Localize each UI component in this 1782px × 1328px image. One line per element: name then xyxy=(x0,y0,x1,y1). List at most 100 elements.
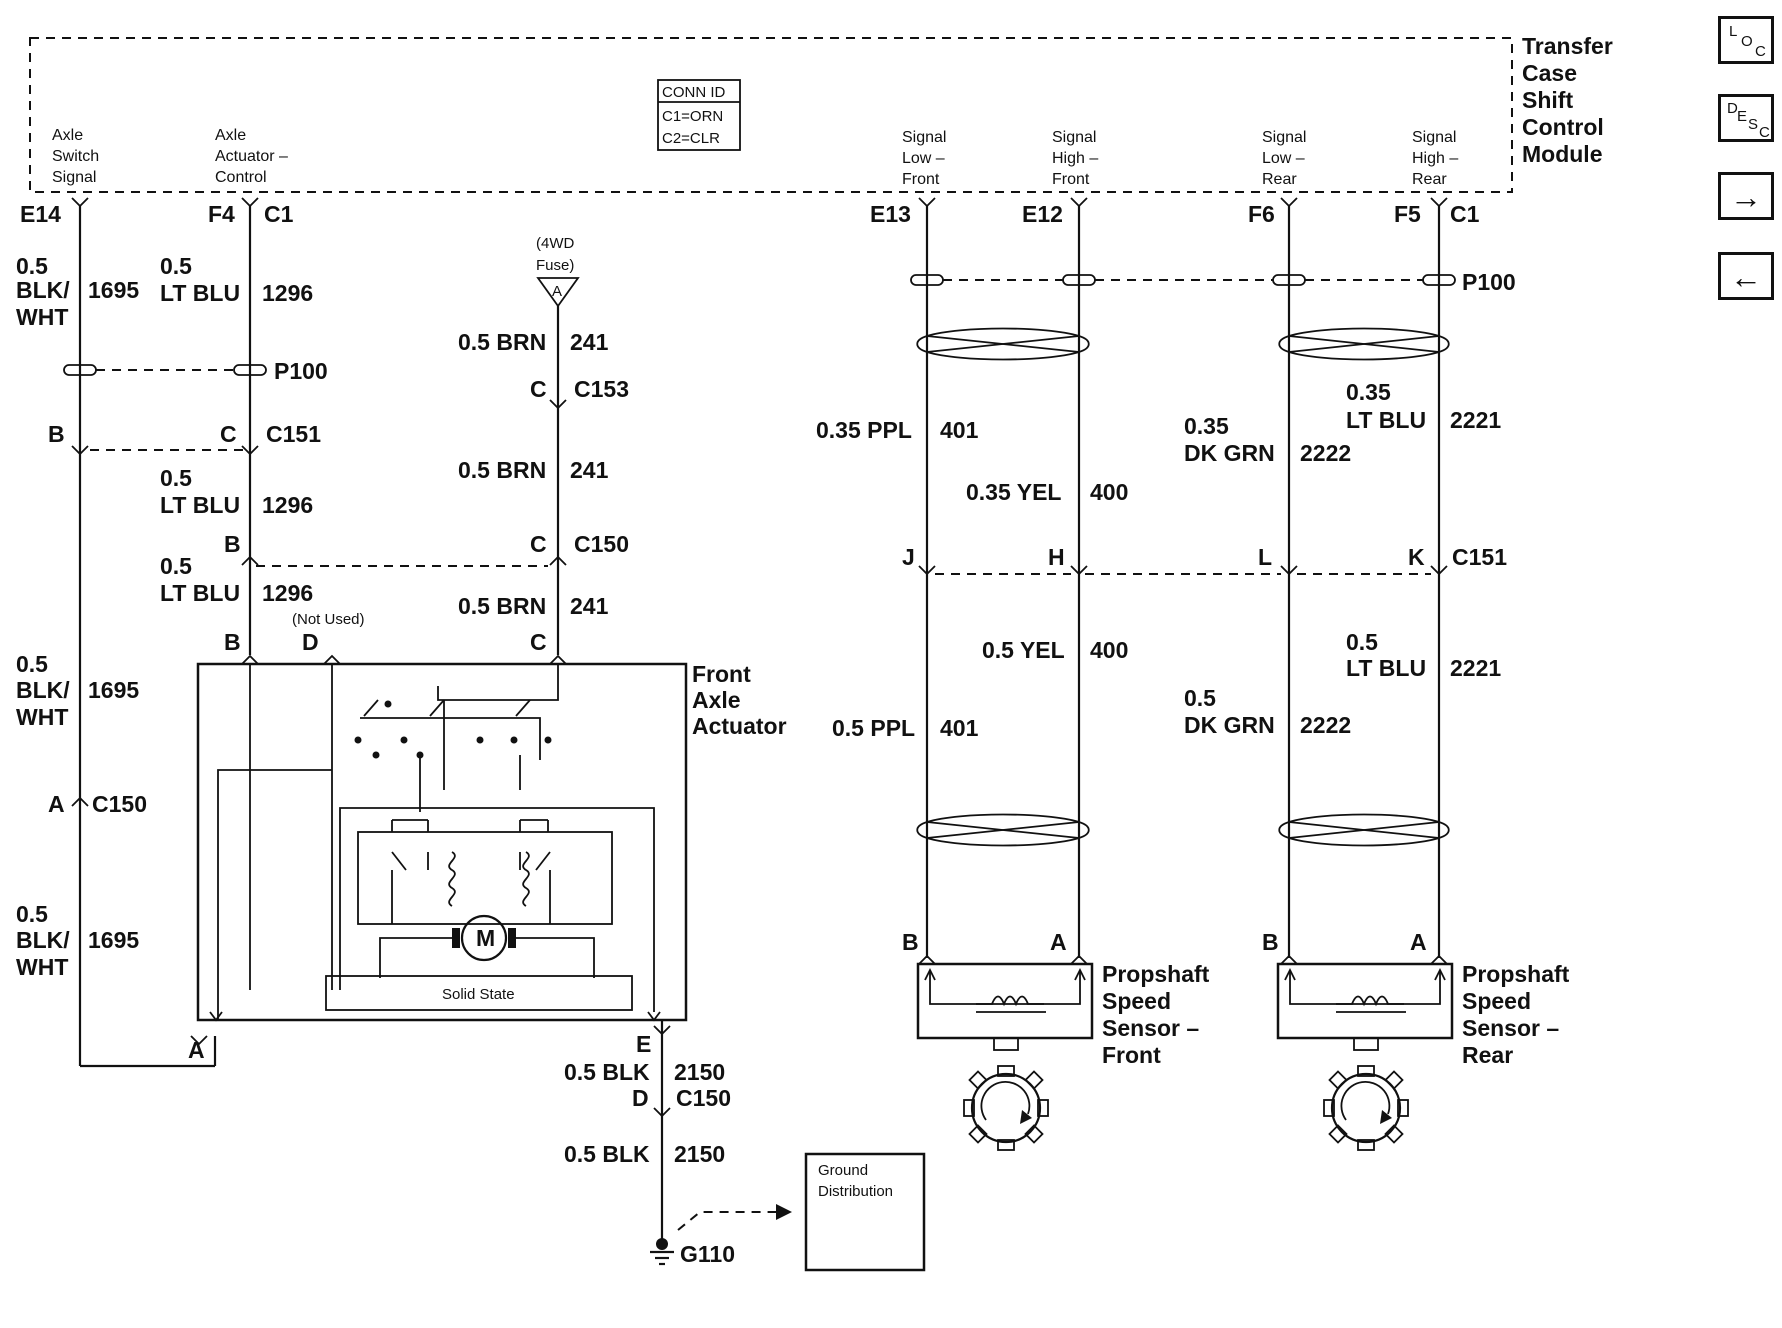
svg-text:E: E xyxy=(636,1031,651,1057)
svg-text:P100: P100 xyxy=(274,358,328,384)
svg-text:B: B xyxy=(902,929,919,955)
svg-text:C150: C150 xyxy=(92,791,147,817)
svg-text:Rear: Rear xyxy=(1262,171,1297,188)
svg-text:0.5 PPL: 0.5 PPL xyxy=(832,715,915,741)
svg-text:High –: High – xyxy=(1052,150,1098,167)
svg-text:Ground: Ground xyxy=(818,1162,868,1179)
svg-text:Transfer: Transfer xyxy=(1522,33,1613,59)
svg-text:C151: C151 xyxy=(1452,544,1507,570)
propshaft-sensor-rear: Propshaft Speed Sensor – Rear xyxy=(1276,961,1570,1151)
svg-text:C150: C150 xyxy=(676,1085,731,1111)
svg-text:1695: 1695 xyxy=(88,927,139,953)
svg-text:BLK/: BLK/ xyxy=(16,927,70,953)
svg-text:Case: Case xyxy=(1522,60,1577,86)
svg-text:Front: Front xyxy=(1052,171,1090,188)
svg-text:Front: Front xyxy=(692,661,751,687)
svg-text:401: 401 xyxy=(940,715,979,741)
svg-text:2221: 2221 xyxy=(1450,407,1501,433)
svg-text:G110: G110 xyxy=(680,1241,735,1267)
svg-text:0.35 PPL: 0.35 PPL xyxy=(816,417,912,443)
previous-page-button[interactable]: ← xyxy=(1718,252,1774,300)
loc-letter-o: O xyxy=(1741,33,1753,50)
svg-text:0.5 BLK: 0.5 BLK xyxy=(564,1059,650,1085)
svg-text:401: 401 xyxy=(940,417,979,443)
svg-text:1296: 1296 xyxy=(262,492,313,518)
svg-text:C: C xyxy=(530,376,547,402)
svg-text:BLK/: BLK/ xyxy=(16,677,70,703)
svg-text:Distribution: Distribution xyxy=(818,1183,893,1200)
svg-text:2221: 2221 xyxy=(1450,655,1501,681)
right-arrow-icon: → xyxy=(1730,179,1762,215)
svg-text:1296: 1296 xyxy=(262,580,313,606)
svg-text:C153: C153 xyxy=(574,376,629,402)
location-button[interactable]: L O C xyxy=(1718,16,1774,64)
svg-text:A: A xyxy=(1050,929,1067,955)
svg-text:C: C xyxy=(530,531,547,557)
svg-text:B: B xyxy=(1262,929,1279,955)
svg-text:H: H xyxy=(1048,544,1065,570)
svg-text:C2=CLR: C2=CLR xyxy=(662,130,720,147)
left-arrow-icon: ← xyxy=(1730,259,1762,295)
description-button[interactable]: D E S C xyxy=(1718,94,1774,142)
svg-text:CONN ID: CONN ID xyxy=(662,84,726,101)
next-page-button[interactable]: → xyxy=(1718,172,1774,220)
svg-text:0.5: 0.5 xyxy=(16,253,48,279)
propshaft-sensor-front: Propshaft Speed Sensor – Front xyxy=(916,961,1210,1151)
svg-text:B: B xyxy=(48,421,65,447)
svg-text:LT BLU: LT BLU xyxy=(160,492,240,518)
svg-text:2222: 2222 xyxy=(1300,440,1351,466)
svg-text:241: 241 xyxy=(570,593,609,619)
front-sensor-circuits: P100 0.35 PPL 401 0.35 YEL 400 0.5 YEL 4… xyxy=(816,206,1516,965)
svg-text:0.5: 0.5 xyxy=(160,465,192,491)
svg-text:Low –: Low – xyxy=(902,150,945,167)
svg-text:C150: C150 xyxy=(574,531,629,557)
svg-text:P100: P100 xyxy=(1462,269,1516,295)
svg-text:400: 400 xyxy=(1090,637,1128,663)
svg-text:M: M xyxy=(476,925,495,951)
loc-letter-c: C xyxy=(1755,43,1766,60)
svg-text:Front: Front xyxy=(1102,1042,1161,1068)
svg-text:Actuator –: Actuator – xyxy=(215,148,288,165)
svg-text:C1: C1 xyxy=(1450,201,1480,227)
svg-text:(Not Used): (Not Used) xyxy=(292,611,365,628)
svg-text:F4: F4 xyxy=(208,201,235,227)
svg-text:0.5 BLK: 0.5 BLK xyxy=(564,1141,650,1167)
svg-text:0.5 YEL: 0.5 YEL xyxy=(982,637,1065,663)
svg-text:LT BLU: LT BLU xyxy=(1346,655,1426,681)
svg-text:WHT: WHT xyxy=(16,704,68,730)
circuit-241: (4WD Fuse) A 0.5 BRN 241 C C153 0.5 BRN … xyxy=(292,235,629,665)
svg-text:Control: Control xyxy=(1522,114,1604,140)
svg-text:Sensor –: Sensor – xyxy=(1102,1015,1199,1041)
svg-text:DK GRN: DK GRN xyxy=(1184,440,1275,466)
svg-text:0.5: 0.5 xyxy=(160,553,192,579)
circuit-1695: 0.5 BLK/ WHT 1695 0.5 BLK/ WHT 1695 0.5 … xyxy=(16,206,217,1068)
svg-text:K: K xyxy=(1408,544,1425,570)
svg-text:1695: 1695 xyxy=(88,277,139,303)
svg-text:Module: Module xyxy=(1522,141,1603,167)
svg-text:B: B xyxy=(224,629,241,655)
svg-text:Rear: Rear xyxy=(1412,171,1447,188)
svg-text:Fuse): Fuse) xyxy=(536,257,574,274)
svg-text:Control: Control xyxy=(215,169,267,186)
svg-text:A: A xyxy=(552,283,562,300)
svg-text:A: A xyxy=(188,1037,205,1063)
svg-text:Speed: Speed xyxy=(1102,988,1171,1014)
svg-text:C: C xyxy=(530,629,547,655)
svg-text:E13: E13 xyxy=(870,201,911,227)
svg-text:D: D xyxy=(632,1085,649,1111)
desc-letter-c: C xyxy=(1759,124,1770,141)
svg-text:Solid State: Solid State xyxy=(442,986,515,1003)
svg-text:Rear: Rear xyxy=(1462,1042,1513,1068)
svg-text:A: A xyxy=(1410,929,1427,955)
svg-text:C1: C1 xyxy=(264,201,294,227)
svg-text:Switch: Switch xyxy=(52,148,99,165)
svg-text:0.5 BRN: 0.5 BRN xyxy=(458,329,546,355)
svg-text:LT BLU: LT BLU xyxy=(160,280,240,306)
svg-text:LT BLU: LT BLU xyxy=(1346,407,1426,433)
svg-text:400: 400 xyxy=(1090,479,1128,505)
svg-text:0.5: 0.5 xyxy=(16,901,48,927)
svg-text:Signal: Signal xyxy=(1412,129,1456,146)
svg-text:Signal: Signal xyxy=(1262,129,1306,146)
circuit-1296: 0.5 LT BLU 1296 0.5 LT BLU 1296 0.5 LT B… xyxy=(160,206,321,665)
